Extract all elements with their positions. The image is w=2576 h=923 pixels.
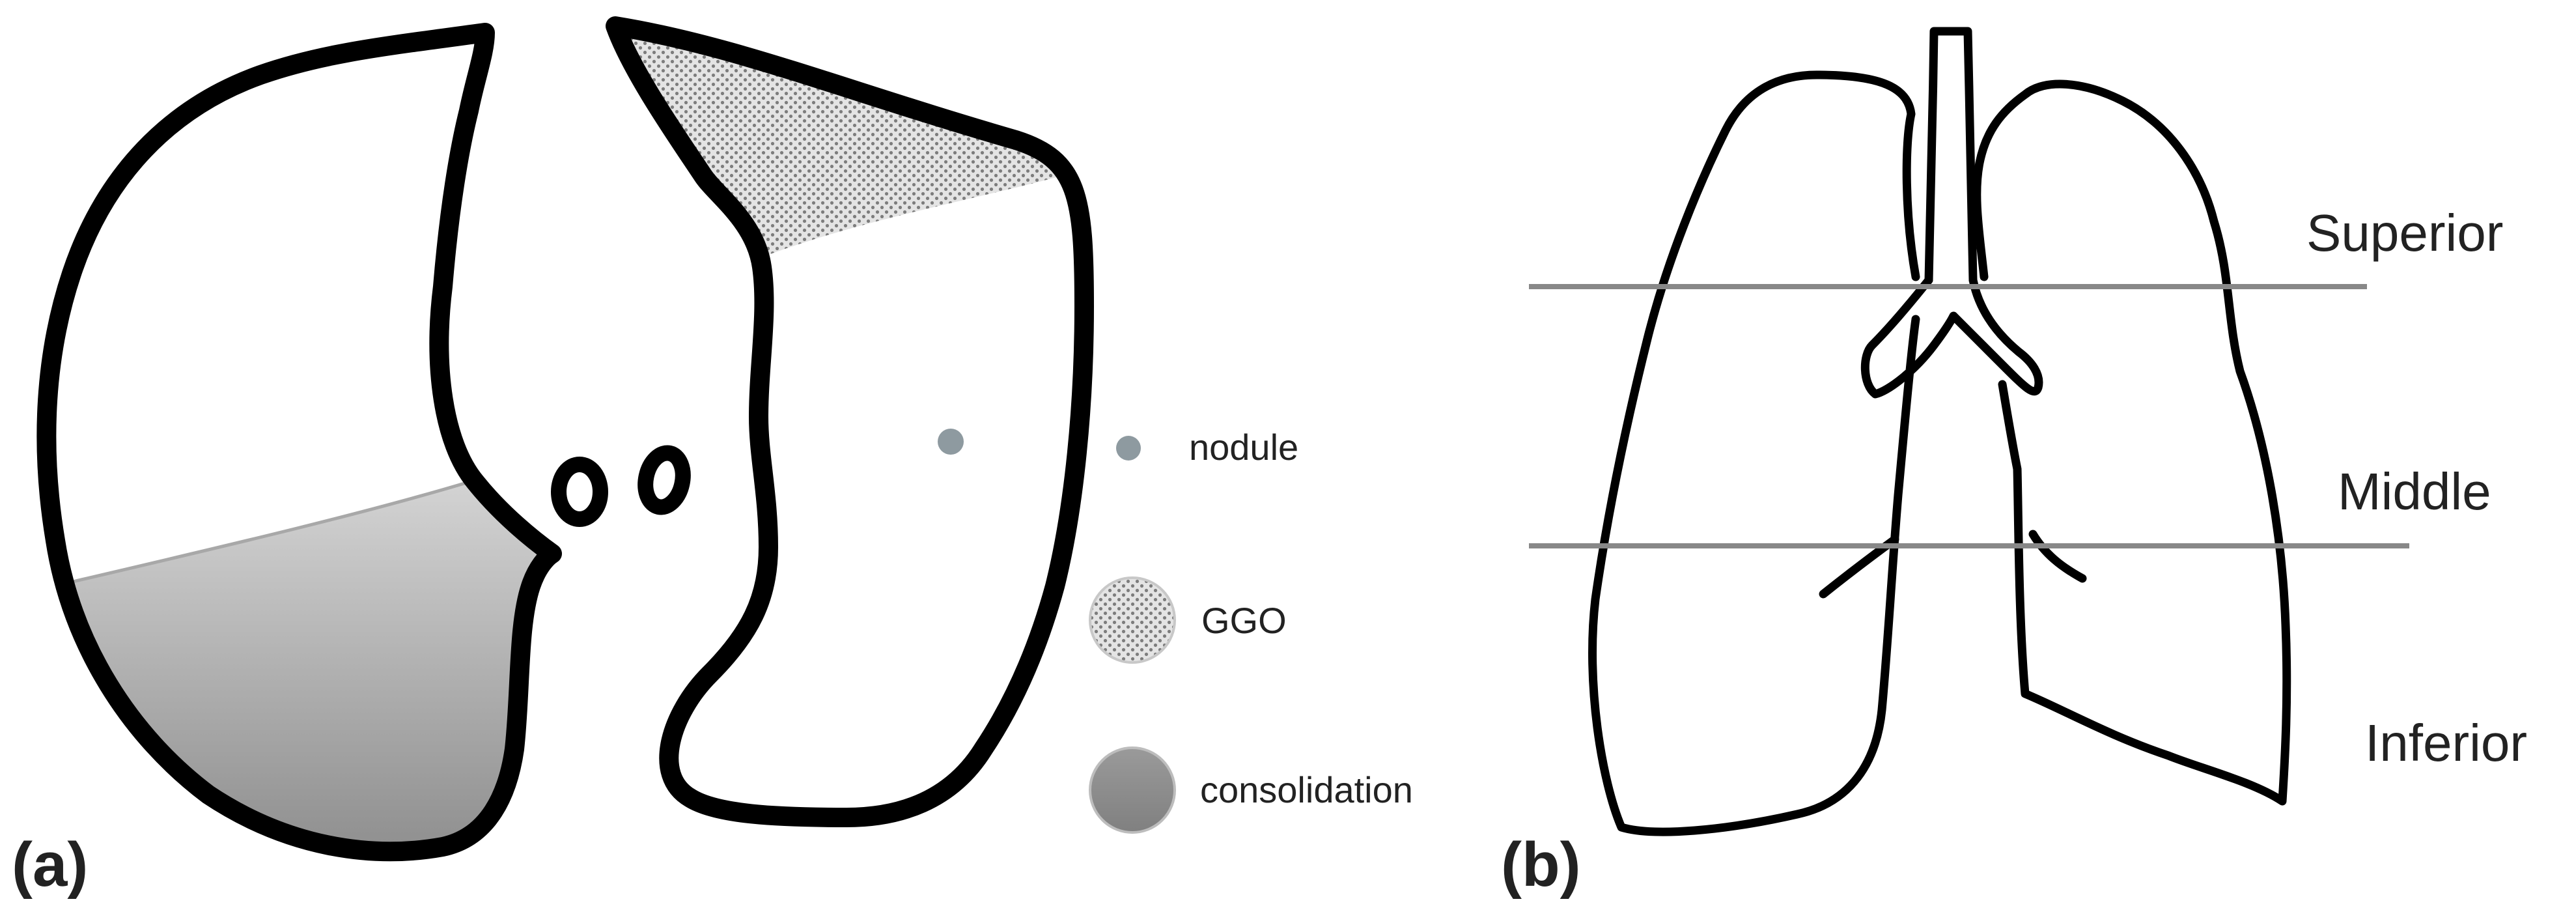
panel-a-label: (a) [12,830,88,900]
legend-consolidation-label: consolidation [1200,769,1413,810]
right-lung-outline [606,16,1094,827]
left-lung-outline-b [1588,70,1920,836]
left-lung-outline [36,23,562,862]
panel-b: Superior Middle Inferior (b) [1501,27,2527,900]
legend: nodule GGO consolidation [1089,427,1413,834]
legend-nodule-swatch [1116,436,1141,461]
right-lung-outline-b [1972,79,2291,806]
right-lower-branch [2028,530,2087,583]
main-bronchi [1860,276,2043,399]
legend-ggo-swatch [1089,576,1176,664]
zone-superior-label: Superior [2306,204,2503,262]
legend-ggo-label: GGO [1201,600,1287,641]
panel-b-label: (b) [1501,830,1581,900]
bronchi-rings [551,445,691,527]
nodule-marker [938,429,964,455]
zone-middle-label: Middle [2338,462,2491,520]
legend-nodule-label: nodule [1189,427,1298,468]
zone-inferior-label: Inferior [2365,714,2527,772]
trachea [1924,27,1978,285]
panel-a: nodule GGO consolidation (a) [12,16,1413,900]
right-lung-with-ggo [606,16,1094,827]
left-lung-with-consolidation [36,23,562,862]
legend-consolidation-swatch [1089,746,1176,834]
consolidation-boundary [46,480,469,595]
